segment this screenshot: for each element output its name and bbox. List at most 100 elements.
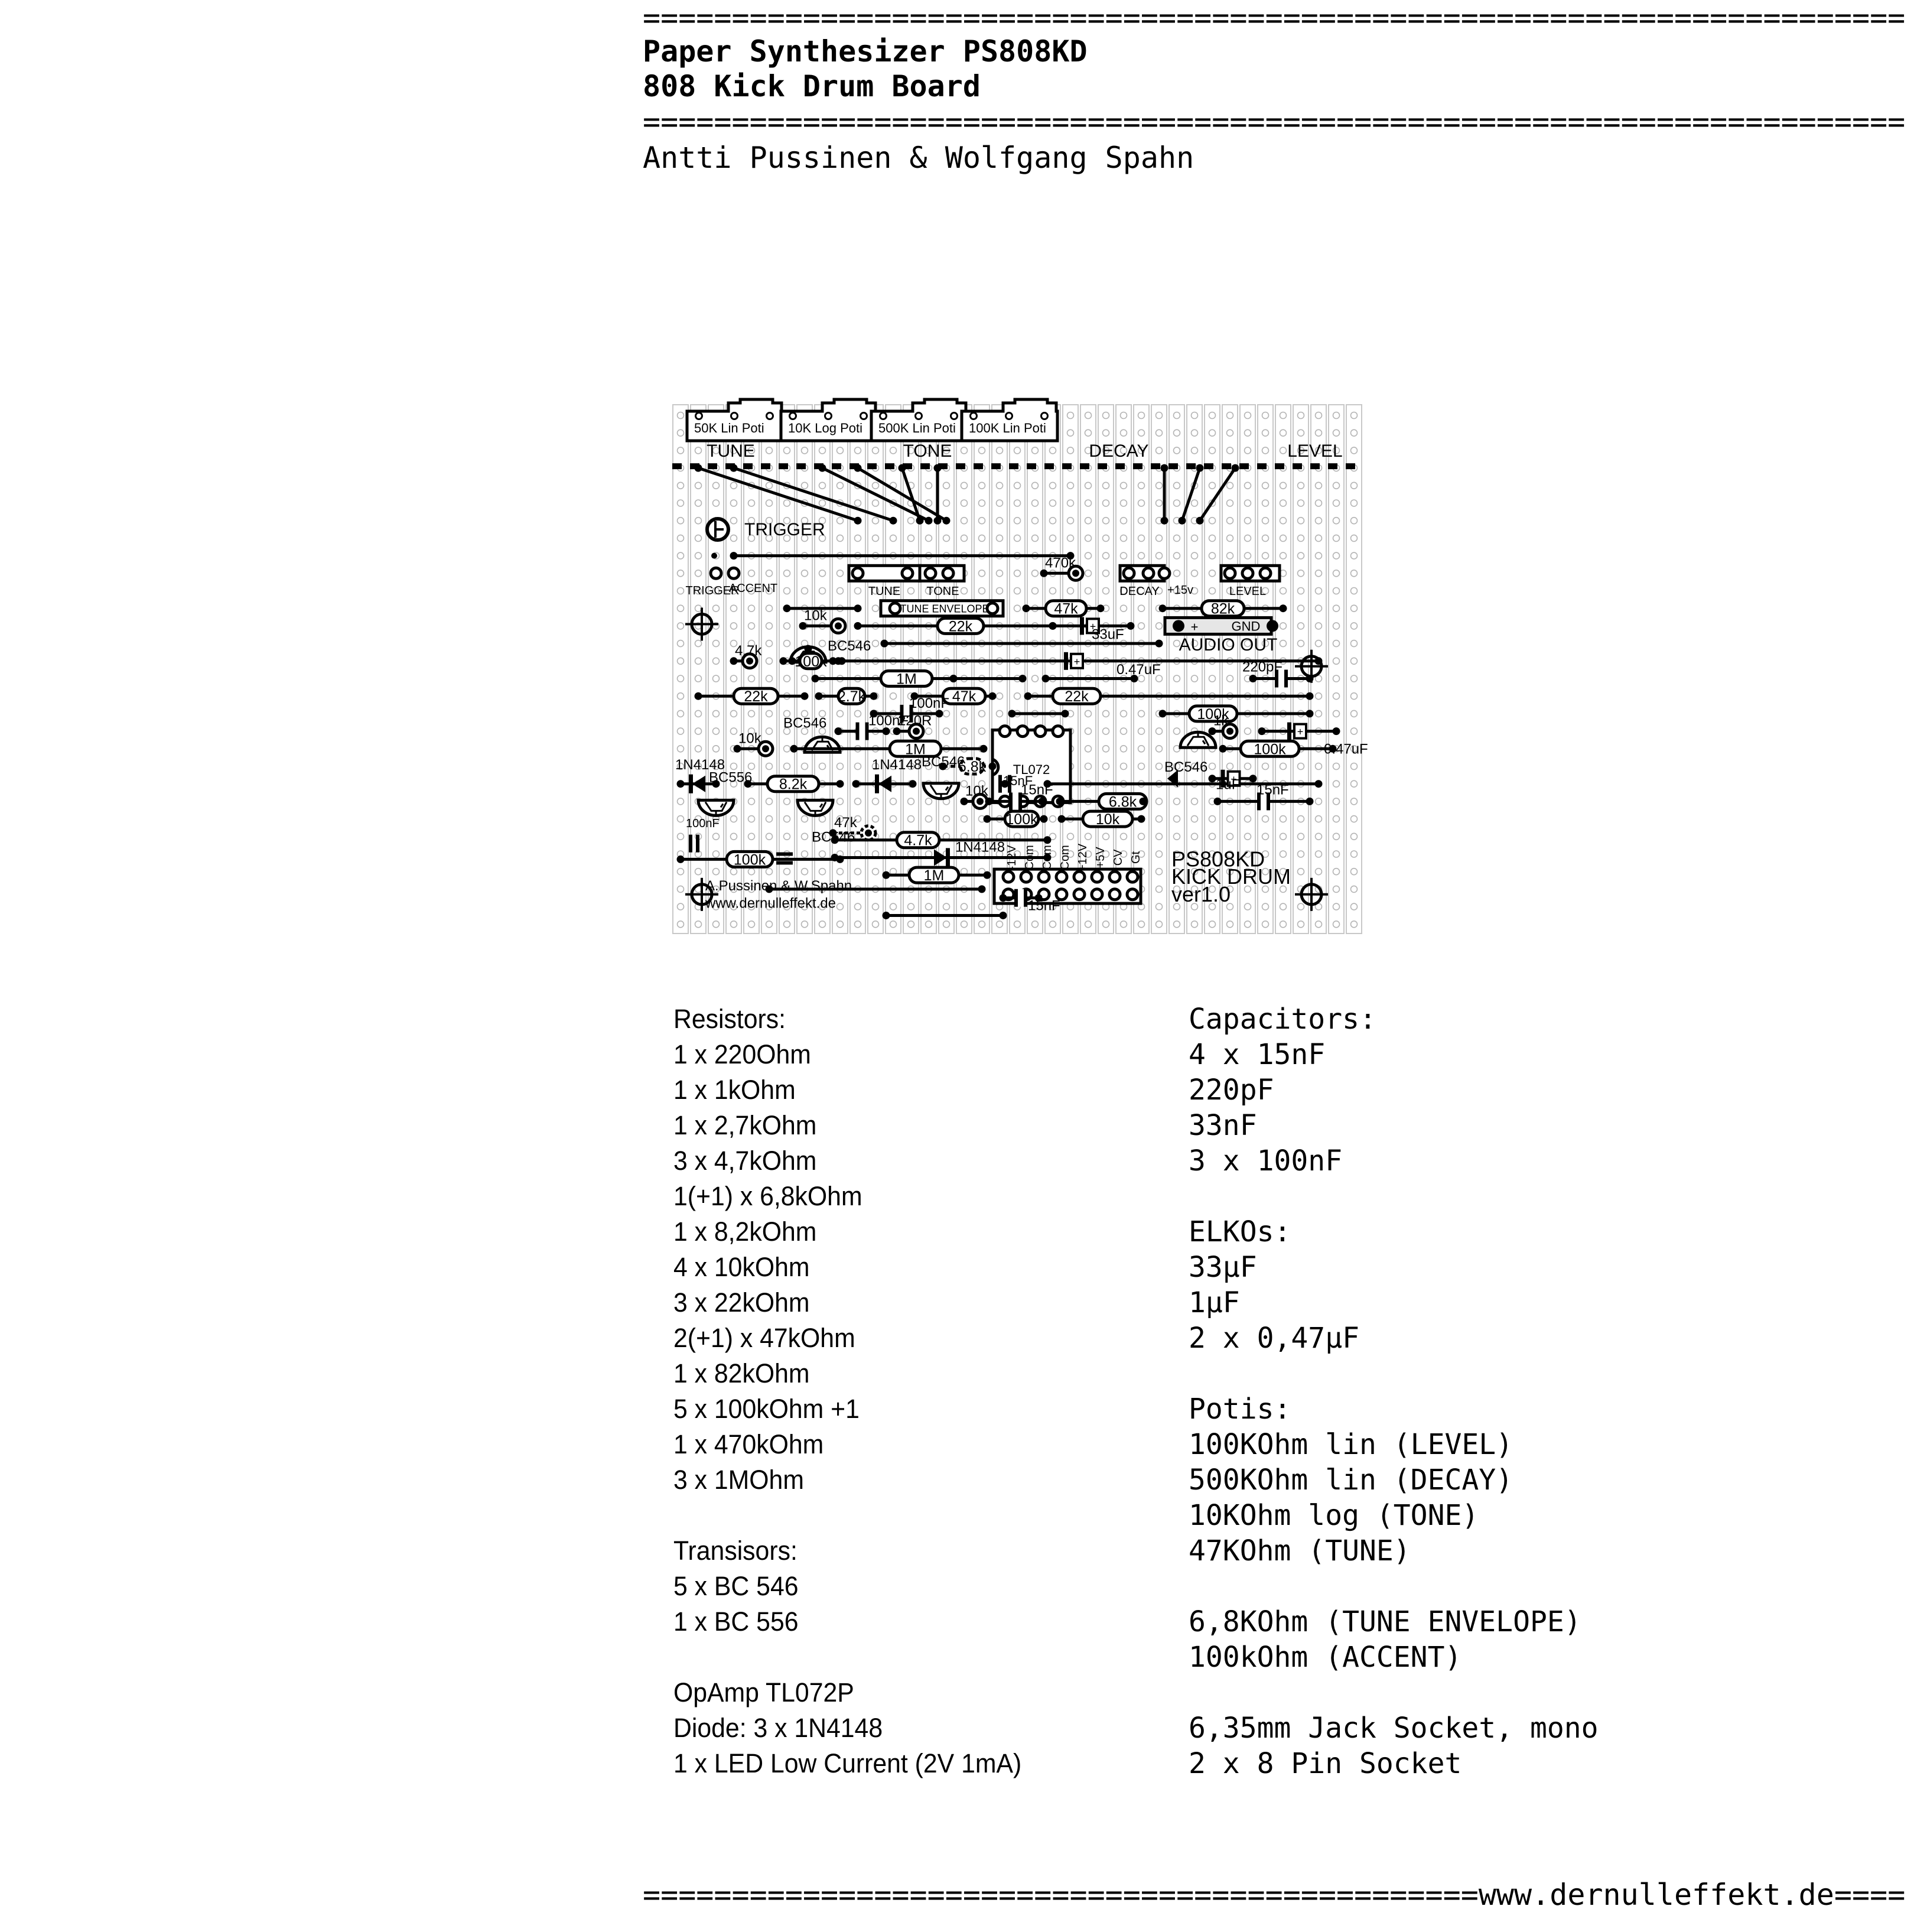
board-hole (1350, 657, 1358, 665)
copper-strip (974, 404, 990, 934)
board-hole (1350, 516, 1358, 525)
hardware-item: 2 x 8 Pin Socket (1189, 1747, 1462, 1780)
board-hole (712, 639, 720, 648)
board-hole (818, 482, 826, 490)
solder-point (852, 780, 860, 788)
board-hole (960, 534, 968, 542)
solder-point (712, 780, 720, 788)
board-hole (1244, 815, 1252, 823)
copper-strip (903, 404, 919, 934)
board-hole (783, 921, 791, 928)
board-hole (1155, 587, 1163, 595)
board-hole (1279, 534, 1287, 542)
board-hole (783, 516, 791, 525)
board-hole (1279, 552, 1287, 560)
board-hole (960, 780, 968, 788)
board-hole (818, 639, 826, 648)
board-hole (1261, 482, 1270, 490)
board-hole (1119, 429, 1128, 437)
board-hole (800, 482, 809, 490)
board-hole (765, 903, 773, 910)
solder-point (1043, 853, 1052, 861)
board-hole (1279, 622, 1287, 630)
board-hole (1261, 499, 1270, 507)
board-hole (1226, 832, 1234, 841)
board-hole (854, 710, 862, 718)
connector-pin (1258, 566, 1272, 580)
solder-point (1024, 692, 1032, 700)
copper-strip (1186, 404, 1203, 934)
board-hole (871, 516, 880, 525)
solder-point (730, 464, 738, 472)
capacitor-plate (776, 861, 793, 865)
board-hole (889, 447, 897, 454)
board-hole (730, 482, 738, 490)
elko-body (1226, 770, 1241, 787)
board-hole (1208, 762, 1216, 770)
board-hole (1173, 762, 1181, 770)
board-hole (1279, 499, 1287, 507)
board-hole (1049, 447, 1057, 454)
board-hole (978, 710, 986, 718)
solder-point (999, 894, 1007, 902)
board-hole (1314, 482, 1323, 490)
solder-point (889, 516, 897, 525)
resistor-label: 100k (734, 851, 766, 868)
board-hole (995, 482, 1004, 490)
resistor-label: 100k (1197, 706, 1229, 723)
board-hole (1297, 569, 1305, 577)
board-hole (1244, 921, 1252, 928)
solder-point (882, 911, 890, 919)
board-hole (676, 587, 685, 595)
board-hole (1332, 569, 1340, 577)
copper-strip (1239, 404, 1256, 934)
board-hole (1244, 587, 1252, 595)
pot-pin (860, 412, 868, 420)
resistor-item: 1 x 8,2kOhm (673, 1217, 817, 1247)
board-hole (1226, 675, 1234, 682)
board-hole (1208, 675, 1216, 682)
board-hole (1066, 516, 1075, 525)
transistor-label: BC546 (1164, 759, 1207, 775)
board-hole (1190, 587, 1199, 595)
capacitor-label: 15nF (1028, 898, 1060, 914)
board-hole (1049, 482, 1057, 490)
board-hole (765, 482, 773, 490)
board-hole (1226, 921, 1234, 928)
solder-point (983, 871, 991, 879)
board-hole (995, 710, 1004, 718)
board-hole (712, 727, 720, 735)
solder-point (1196, 464, 1204, 472)
board-hole (1350, 411, 1358, 419)
board-hole (1261, 815, 1270, 823)
page-subtitle: 808 Kick Drum Board (643, 69, 981, 103)
board-hole (747, 516, 756, 525)
resistor-22k-2 (732, 687, 780, 705)
capacitor-label: 100nF (686, 817, 720, 830)
solder-point (979, 744, 988, 753)
board-hole (1297, 516, 1305, 525)
board-hole (1314, 534, 1323, 542)
resistor-label: 10k (1096, 811, 1120, 828)
board-hole (1155, 921, 1163, 928)
elko-item: 33µF (1189, 1251, 1257, 1284)
board-hole (1084, 710, 1092, 718)
board-hole (1084, 411, 1092, 419)
board-hole (1279, 832, 1287, 841)
capacitor-plate (1024, 889, 1027, 907)
board-hole (712, 710, 720, 718)
board-hole (995, 692, 1004, 700)
board-hole (1066, 429, 1075, 437)
board-hole (1350, 534, 1358, 542)
pot-pin (824, 412, 832, 420)
board-hole (1066, 482, 1075, 490)
solder-point (1155, 639, 1163, 648)
resistor-10k-4 (1081, 809, 1134, 828)
transistor-symbol (704, 801, 728, 817)
diode-cathode-bar (689, 774, 693, 793)
board-hole (1102, 762, 1110, 770)
board-hole (1137, 622, 1145, 630)
footer-url-link[interactable]: www.dernulleffekt.de (1478, 1878, 1834, 1912)
board-hole (1350, 921, 1358, 928)
board-hole (1084, 482, 1092, 490)
